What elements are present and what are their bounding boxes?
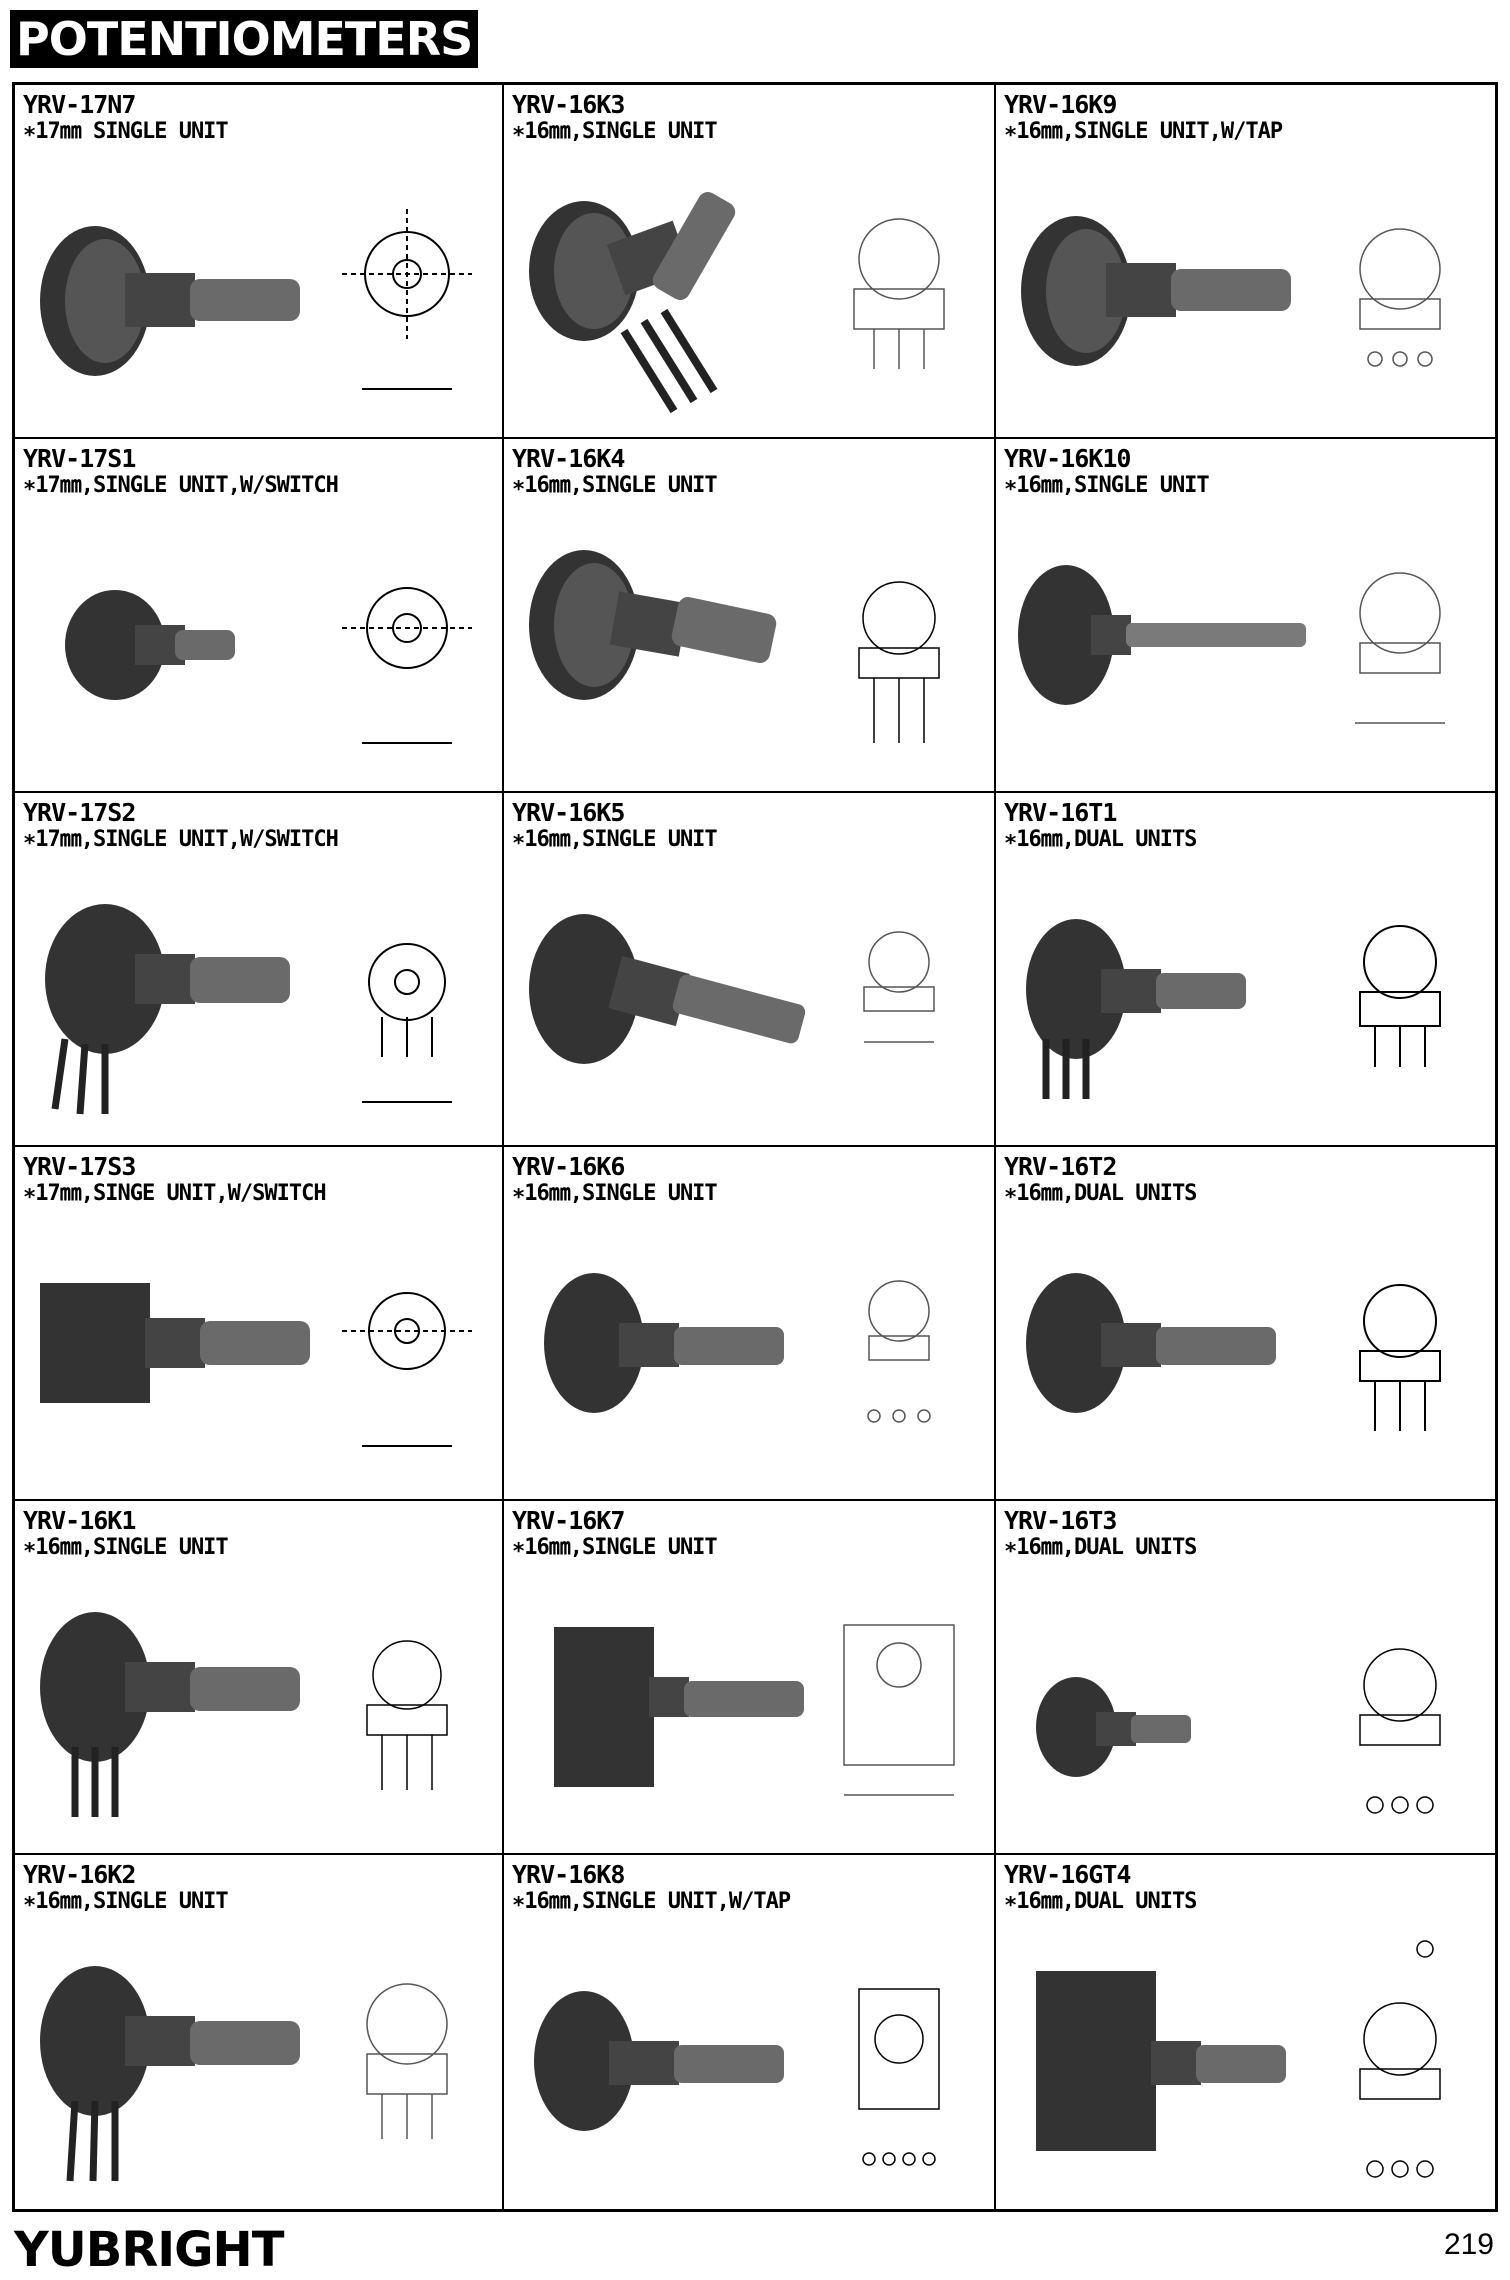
model-description: ∗17㎜,SINGLE UNIT,W/SWITCH	[23, 473, 339, 498]
page-number: 219	[1443, 2228, 1494, 2261]
model-description: ∗16㎜,SINGLE UNIT,W/TAP	[1004, 119, 1283, 144]
product-cell: YRV-17S1 ∗17㎜,SINGLE UNIT,W/SWITCH	[15, 439, 504, 793]
dimension-drawing	[853, 218, 945, 369]
dimension-drawing	[366, 1983, 448, 2139]
dimension-drawing	[843, 1624, 955, 1796]
model-name: YRV-17S2	[23, 798, 136, 827]
model-description: ∗17㎜,SINGLE UNIT,W/SWITCH	[23, 827, 339, 852]
model-description: ∗16㎜,DUAL UNITS	[1004, 827, 1197, 852]
model-description: ∗16㎜,DUAL UNITS	[1004, 1181, 1197, 1206]
potentiometer-photo	[1018, 565, 1306, 705]
dimension-drawing	[1359, 1940, 1441, 2178]
potentiometer-photo	[544, 1273, 784, 1413]
dimension-drawing	[1359, 925, 1441, 1067]
model-name: YRV-16K9	[1004, 90, 1117, 119]
model-name: YRV-16K2	[23, 1860, 136, 1889]
potentiometer-photo	[534, 1991, 784, 2131]
model-name: YRV-16T3	[1004, 1506, 1117, 1535]
model-name: YRV-16K10	[1004, 444, 1131, 473]
product-cell: YRV-16K6 ∗16㎜,SINGLE UNIT	[504, 1147, 996, 1501]
product-grid: YRV-17N7 ∗17㎜ SINGLE UNIT YRV-16K3 ∗16㎜,…	[12, 82, 1498, 2212]
potentiometer-photo	[554, 1627, 804, 1787]
potentiometer-photo	[529, 550, 777, 700]
product-cell: YRV-17S3 ∗17㎜,SINGE UNIT,W/SWITCH	[15, 1147, 504, 1501]
model-description: ∗16㎜,SINGLE UNIT	[512, 119, 718, 144]
product-cell: YRV-17N7 ∗17㎜ SINGLE UNIT	[15, 85, 504, 439]
potentiometer-photo	[1036, 1677, 1191, 1777]
model-name: YRV-16K8	[512, 1860, 625, 1889]
product-cell: YRV-16K10 ∗16㎜,SINGLE UNIT	[996, 439, 1495, 793]
dimension-drawing	[366, 1640, 448, 1790]
potentiometer-photo	[45, 904, 290, 1115]
product-cell: YRV-16T2 ∗16㎜,DUAL UNITS	[996, 1147, 1495, 1501]
model-name: YRV-16K5	[512, 798, 625, 827]
potentiometer-photo	[1036, 1971, 1286, 2151]
model-description: ∗16㎜,SINGLE UNIT	[512, 1181, 718, 1206]
product-cell: YRV-16K5 ∗16㎜,SINGLE UNIT	[504, 793, 996, 1147]
model-name: YRV-17N7	[23, 90, 136, 119]
model-description: ∗16㎜,DUAL UNITS	[1004, 1889, 1197, 1914]
potentiometer-photo	[40, 226, 300, 376]
model-name: YRV-17S1	[23, 444, 136, 473]
product-cell: YRV-16K9 ∗16㎜,SINGLE UNIT,W/TAP	[996, 85, 1495, 439]
model-description: ∗16㎜,SINGLE UNIT	[512, 1535, 718, 1560]
potentiometer-photo	[1026, 919, 1246, 1099]
product-cell: YRV-16K8 ∗16㎜,SINGLE UNIT,W/TAP	[504, 1855, 996, 2209]
product-cell: YRV-16K3 ∗16㎜,SINGLE UNIT	[504, 85, 996, 439]
product-cell: YRV-16K4 ∗16㎜,SINGLE UNIT	[504, 439, 996, 793]
product-cell: YRV-16T1 ∗16㎜,DUAL UNITS	[996, 793, 1495, 1147]
product-cell: YRV-16K1 ∗16㎜,SINGLE UNIT	[15, 1501, 504, 1855]
potentiometer-photo	[65, 590, 235, 700]
dimension-drawing	[867, 1280, 931, 1423]
dimension-drawing	[342, 1292, 472, 1447]
dimension-drawing	[1359, 1284, 1441, 1431]
model-description: ∗16㎜,SINGLE UNIT	[512, 827, 718, 852]
model-description: ∗16㎜,SINGLE UNIT	[512, 473, 718, 498]
dimension-drawing	[362, 943, 452, 1103]
brand-name: YUBRIGHT	[14, 2222, 284, 2278]
model-name: YRV-16K1	[23, 1506, 136, 1535]
dimension-drawing	[863, 931, 935, 1043]
model-description: ∗17㎜ SINGLE UNIT	[23, 119, 229, 144]
product-cell: YRV-16K2 ∗16㎜,SINGLE UNIT	[15, 1855, 504, 2209]
model-name: YRV-16K6	[512, 1152, 625, 1181]
model-description: ∗16㎜,SINGLE UNIT	[1004, 473, 1210, 498]
model-description: ∗17㎜,SINGE UNIT,W/SWITCH	[23, 1181, 327, 1206]
potentiometer-photo	[529, 192, 736, 414]
dimension-drawing	[342, 587, 472, 744]
model-description: ∗16㎜,SINGLE UNIT	[23, 1889, 229, 1914]
dimension-drawing	[858, 581, 940, 743]
dimension-drawing	[1359, 1648, 1441, 1814]
potentiometer-photo	[1021, 216, 1291, 366]
model-name: YRV-16K7	[512, 1506, 625, 1535]
model-description: ∗16㎜,DUAL UNITS	[1004, 1535, 1197, 1560]
page-title: POTENTIOMETERS	[10, 10, 479, 68]
model-name: YRV-16K4	[512, 444, 625, 473]
dimension-drawing	[858, 1988, 940, 2166]
product-cell: YRV-16GT4 ∗16㎜,DUAL UNITS	[996, 1855, 1495, 2209]
potentiometer-photo	[529, 914, 806, 1064]
dimension-drawing	[1359, 228, 1441, 367]
model-name: YRV-16T1	[1004, 798, 1117, 827]
model-name: YRV-16K3	[512, 90, 625, 119]
product-cell: YRV-17S2 ∗17㎜,SINGLE UNIT,W/SWITCH	[15, 793, 504, 1147]
model-name: YRV-16T2	[1004, 1152, 1117, 1181]
potentiometer-photo	[40, 1612, 300, 1817]
potentiometer-photo	[40, 1966, 300, 2182]
dimension-drawing	[342, 209, 472, 390]
potentiometer-photo	[40, 1283, 310, 1403]
model-description: ∗16㎜,SINGLE UNIT,W/TAP	[512, 1889, 791, 1914]
potentiometer-photo	[1026, 1273, 1276, 1413]
dimension-drawing	[1355, 572, 1445, 724]
product-cell: YRV-16T3 ∗16㎜,DUAL UNITS	[996, 1501, 1495, 1855]
product-cell: YRV-16K7 ∗16㎜,SINGLE UNIT	[504, 1501, 996, 1855]
model-name: YRV-16GT4	[1004, 1860, 1131, 1889]
model-name: YRV-17S3	[23, 1152, 136, 1181]
model-description: ∗16㎜,SINGLE UNIT	[23, 1535, 229, 1560]
